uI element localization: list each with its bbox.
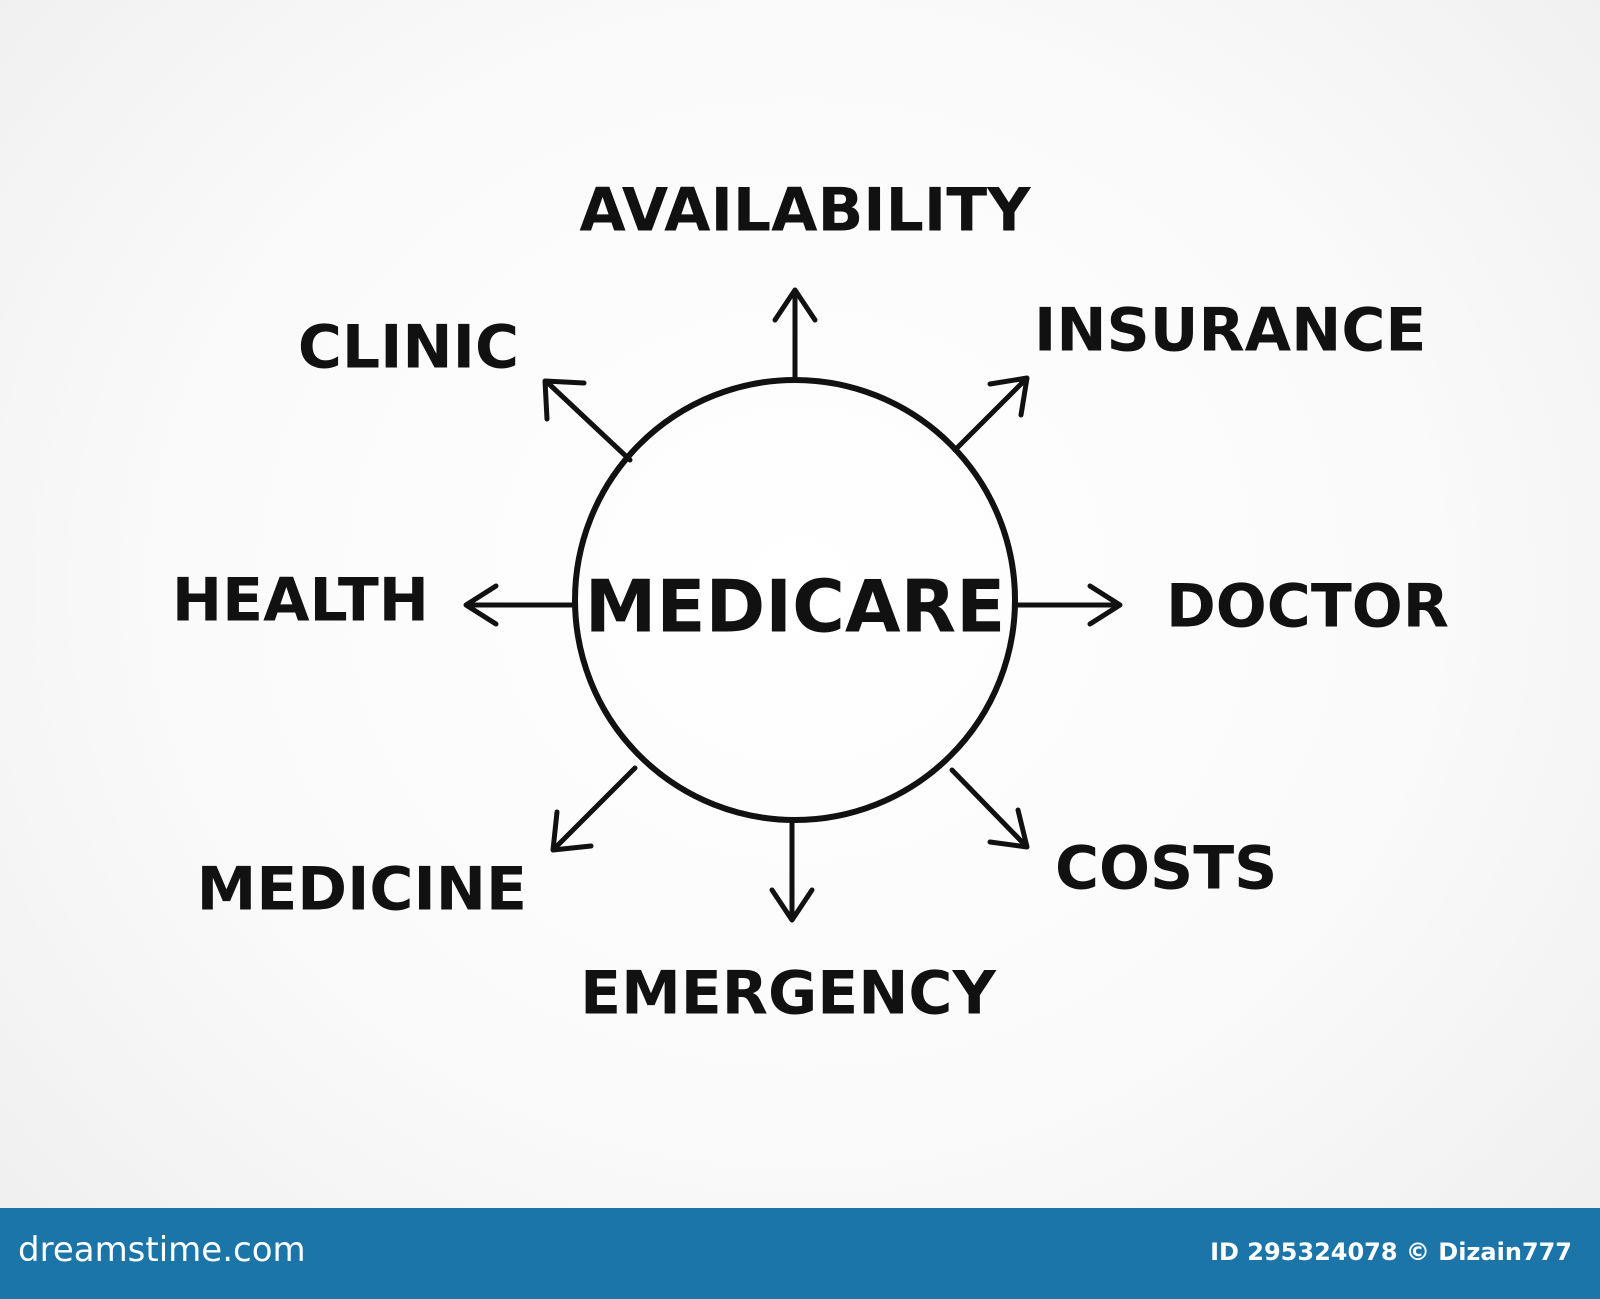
arrow-clinic bbox=[542, 378, 633, 463]
mind-map-diagram: MEDICARE AVAILABILITY INSURANCE DOCTOR C… bbox=[172, 176, 1449, 1029]
branch-label-doctor: DOCTOR bbox=[1166, 572, 1449, 642]
branch-label-costs: COSTS bbox=[1055, 834, 1277, 904]
arrow-availability bbox=[772, 287, 818, 383]
footer-brand-logo: dreamstime.com bbox=[18, 1230, 306, 1270]
arrow-doctor bbox=[1012, 583, 1123, 627]
arrow-health bbox=[463, 583, 575, 627]
branch-label-availability: AVAILABILITY bbox=[579, 176, 1032, 246]
arrow-emergency bbox=[769, 817, 815, 923]
branch-label-clinic: CLINIC bbox=[298, 313, 519, 383]
branch-label-insurance: INSURANCE bbox=[1034, 296, 1426, 366]
footer-bar: dreamstime.com ID 295324078 © Dizain777 bbox=[0, 1208, 1600, 1299]
branch-label-medicine: MEDICINE bbox=[197, 855, 527, 925]
arrow-medicine bbox=[550, 765, 638, 853]
branch-label-emergency: EMERGENCY bbox=[580, 959, 997, 1029]
arrow-insurance bbox=[952, 375, 1030, 453]
arrow-costs bbox=[949, 767, 1030, 850]
center-label: MEDICARE bbox=[585, 565, 1006, 649]
branch-label-health: HEALTH bbox=[172, 566, 429, 636]
footer-credit: ID 295324078 © Dizain777 bbox=[1210, 1238, 1572, 1266]
